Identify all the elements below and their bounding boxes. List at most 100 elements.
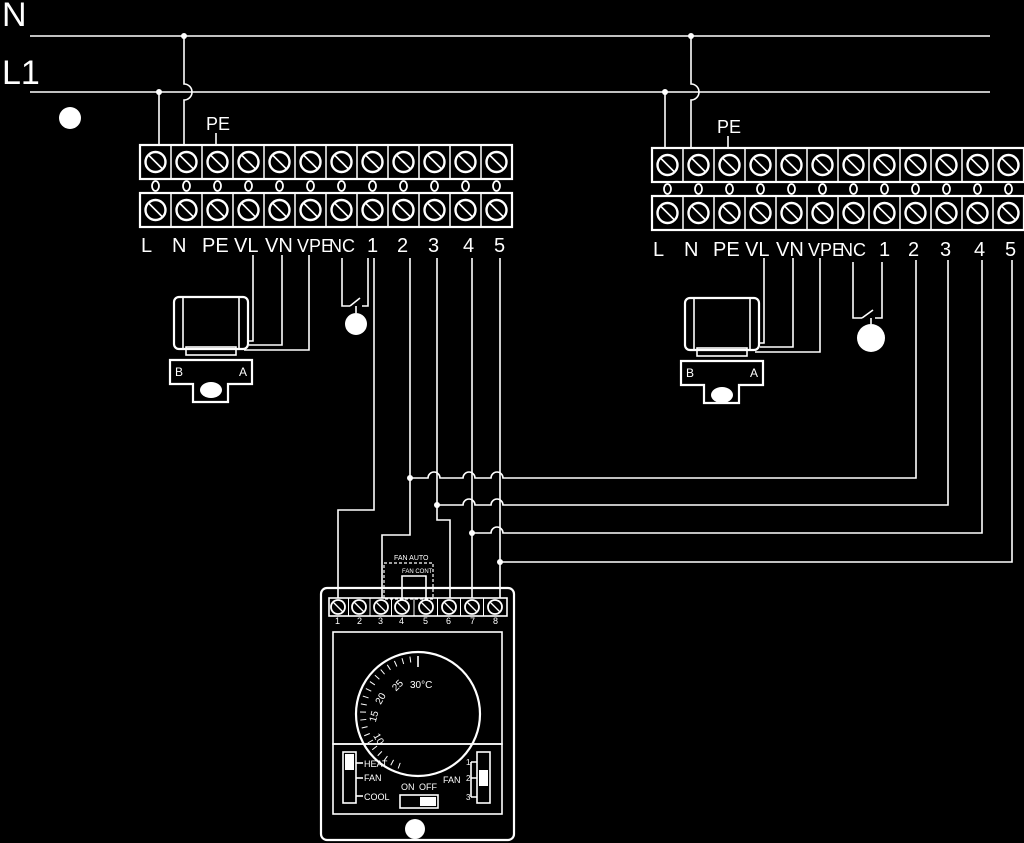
terminal-screw[interactable] [718, 201, 741, 225]
temperature-dial[interactable] [354, 650, 482, 778]
fan-speed-knob[interactable] [479, 770, 488, 786]
term-label-VL: VL [234, 235, 258, 257]
terminal-screw[interactable] [842, 201, 865, 225]
tstat-screw[interactable] [394, 599, 410, 615]
terminal-screw[interactable] [904, 153, 927, 177]
terminal-screw[interactable] [144, 150, 167, 174]
term-label-N: N [172, 235, 186, 257]
terminal-screw[interactable] [423, 198, 446, 222]
terminal-screw[interactable] [935, 201, 958, 225]
terminal-link [663, 183, 672, 195]
terminal-screw[interactable] [237, 198, 260, 222]
terminal-screw[interactable] [423, 150, 446, 174]
mains-bus: N L1 [2, 0, 990, 129]
terminal-link [880, 183, 889, 195]
terminal-screw[interactable] [392, 150, 415, 174]
terminal-screw[interactable] [780, 153, 803, 177]
terminal-screw[interactable] [268, 198, 291, 222]
terminal-screw[interactable] [811, 201, 834, 225]
terminal-labels-right: L N PE VL VN VPE NC 1 2 3 4 5 [653, 239, 1016, 261]
terminal-screw[interactable] [299, 198, 322, 222]
terminal-screw[interactable] [656, 153, 679, 177]
terminal-block-right [650, 146, 1024, 232]
terminal-screw[interactable] [811, 153, 834, 177]
terminal-screw[interactable] [206, 150, 229, 174]
fan-cont-label: FAN CONT [402, 569, 433, 575]
terminal-screw[interactable] [485, 198, 508, 222]
terminal-link [1004, 183, 1013, 195]
tstat-term-5: 5 [423, 616, 428, 626]
terminal-link [756, 183, 765, 195]
terminal-screw[interactable] [873, 153, 896, 177]
terminal-block-left [138, 143, 514, 229]
terminal-screw[interactable] [749, 201, 772, 225]
terminal-screw[interactable] [904, 201, 927, 225]
tstat-screw[interactable] [330, 599, 346, 615]
terminal-screw[interactable] [392, 198, 415, 222]
terminal-screw[interactable] [718, 153, 741, 177]
term-label-L: L [141, 235, 152, 257]
term-label-1: 1 [367, 235, 378, 257]
tstat-screw[interactable] [487, 599, 503, 615]
term-label-5: 5 [494, 235, 505, 257]
terminal-screw[interactable] [268, 150, 291, 174]
mode-heat: HEAT [364, 759, 388, 769]
mounting-screw [405, 819, 425, 839]
terminal-screw[interactable] [237, 150, 260, 174]
terminal-screw[interactable] [206, 198, 229, 222]
term-label-VPE: VPE [297, 236, 333, 256]
terminal-link [151, 180, 160, 192]
tstat-screw[interactable] [441, 599, 457, 615]
terminal-link [818, 183, 827, 195]
tstat-screw[interactable] [418, 599, 434, 615]
terminal-link [492, 180, 501, 192]
valve-actuator-right: B A [679, 258, 821, 405]
terminal-screw[interactable] [175, 150, 198, 174]
term-label-VN: VN [776, 239, 804, 261]
terminal-screw[interactable] [966, 153, 989, 177]
terminal-screw[interactable] [485, 150, 508, 174]
terminal-screw[interactable] [842, 153, 865, 177]
mode-switch-knob[interactable] [345, 754, 354, 770]
terminal-screw[interactable] [935, 153, 958, 177]
terminal-screw[interactable] [299, 150, 322, 174]
fan-cont-jumper [401, 575, 427, 598]
thermostat-terminal-strip [328, 597, 508, 617]
tstat-screw[interactable] [464, 599, 480, 615]
terminal-screw[interactable] [997, 153, 1020, 177]
terminal-screw[interactable] [873, 201, 896, 225]
fan-speed-1: 1 [466, 758, 471, 767]
term-label-PE: PE [202, 235, 229, 257]
tstat-screw[interactable] [373, 599, 389, 615]
terminal-screw[interactable] [966, 201, 989, 225]
valve-port-a: A [750, 366, 758, 380]
terminal-screw[interactable] [780, 201, 803, 225]
terminal-screw[interactable] [687, 153, 710, 177]
dial-ticks [360, 656, 419, 769]
terminal-screw[interactable] [454, 198, 477, 222]
terminal-screw[interactable] [330, 198, 353, 222]
terminal-screw[interactable] [749, 153, 772, 177]
terminal-screw[interactable] [144, 198, 167, 222]
tstat-term-8: 8 [493, 616, 498, 626]
terminal-screw[interactable] [656, 201, 679, 225]
terminal-link [399, 180, 408, 192]
tstat-term-4: 4 [399, 616, 404, 626]
tstat-screw[interactable] [351, 599, 367, 615]
terminal-link [213, 180, 222, 192]
terminal-screw[interactable] [361, 150, 384, 174]
terminal-screw[interactable] [997, 201, 1020, 225]
power-switch[interactable] [399, 794, 439, 809]
tstat-term-3: 3 [378, 616, 383, 626]
terminal-screw[interactable] [175, 198, 198, 222]
terminal-screw[interactable] [454, 150, 477, 174]
power-switch-knob[interactable] [420, 797, 436, 806]
neutral-label: N [2, 0, 27, 34]
dial-max-label: 30°C [410, 680, 432, 691]
term-label-VL: VL [745, 239, 769, 261]
terminal-link [275, 180, 284, 192]
terminal-screw[interactable] [361, 198, 384, 222]
terminal-screw[interactable] [687, 201, 710, 225]
term-label-4: 4 [463, 235, 474, 257]
terminal-screw[interactable] [330, 150, 353, 174]
